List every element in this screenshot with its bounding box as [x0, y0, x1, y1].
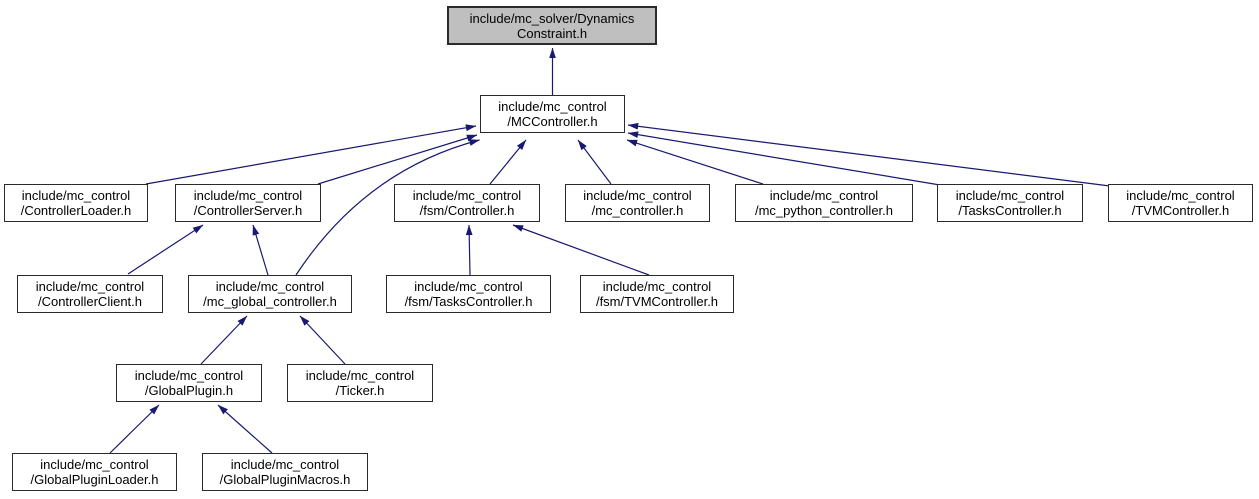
graph-node-controller-loader[interactable]: include/mc_control /ControllerLoader.h: [4, 184, 148, 222]
edge-tasks-controller-to-mccontroller: [627, 131, 941, 186]
graph-node-global-plugin[interactable]: include/mc_control /GlobalPlugin.h: [116, 364, 262, 402]
node-label-line2: /GlobalPlugin.h: [144, 383, 234, 398]
edge-tvm-controller-to-mccontroller: [627, 122, 1111, 187]
node-label-line2: /fsm/TasksController.h: [404, 294, 533, 309]
graph-node-controller-server[interactable]: include/mc_control /ControllerServer.h: [175, 184, 321, 222]
edge-controller-server-to-mccontroller: [317, 134, 478, 185]
edge-controller-client-to-controller-server: [127, 224, 204, 275]
node-label-line1: include/mc_control: [134, 368, 244, 383]
edge-fsm-tasks-controller-to-fsm-controller: [465, 224, 473, 276]
node-label-line1: include/mc_solver/Dynamics: [469, 10, 635, 26]
node-label-line2: Constraint.h: [516, 25, 588, 41]
node-label-line1: include/mc_control: [1126, 188, 1235, 203]
node-label-line1: include/mc_control: [21, 188, 131, 203]
node-label-line2: /ControllerClient.h: [37, 294, 143, 309]
edge-controller-loader-to-mccontroller: [145, 124, 477, 185]
node-label-line1: include/mc_control: [769, 188, 879, 203]
edge-global-plugin-loader-to-global-plugin: [109, 404, 160, 454]
graph-node-mc-python-controller[interactable]: include/mc_control /mc_python_controller…: [735, 184, 913, 222]
graph-node-tasks-controller[interactable]: include/mc_control /TasksController.h: [937, 184, 1083, 222]
node-label-line2: /mc_global_controller.h: [203, 294, 337, 309]
edge-global-plugin-to-mc-global-controller: [200, 315, 248, 365]
graph-node-dynamics-constraint: include/mc_solver/Dynamics Constraint.h: [447, 6, 657, 45]
graph-node-fsm-tvm-controller[interactable]: include/mc_control /fsm/TVMController.h: [580, 275, 734, 313]
graph-node-global-plugin-loader[interactable]: include/mc_control /GlobalPluginLoader.h: [12, 453, 177, 491]
node-label-line2: /Ticker.h: [335, 383, 385, 398]
node-label-line1: include/mc_control: [412, 188, 522, 203]
node-label-line1: include/mc_control: [414, 279, 523, 294]
graph-node-mc-controller[interactable]: include/mc_control /mc_controller.h: [565, 184, 710, 222]
node-label-line2: /ControllerServer.h: [193, 203, 303, 218]
edge-fsm-tvm-controller-to-fsm-controller: [512, 224, 650, 276]
node-label-line1: include/mc_control: [35, 279, 145, 294]
graph-node-global-plugin-macros[interactable]: include/mc_control /GlobalPluginMacros.h: [202, 453, 368, 491]
node-label-line1: include/mc_control: [955, 188, 1065, 203]
edge-mc-python-controller-to-mccontroller: [626, 139, 764, 185]
node-label-line1: include/mc_control: [305, 368, 415, 383]
node-label-line1: include/mc_control: [498, 99, 607, 114]
node-label-line2: /GlobalPluginLoader.h: [30, 472, 159, 487]
node-label-line2: /TVMController.h: [1131, 203, 1230, 218]
node-label-line2: /MCController.h: [507, 114, 598, 129]
graph-node-fsm-controller[interactable]: include/mc_control /fsm/Controller.h: [394, 184, 540, 222]
edge-ticker-to-mc-global-controller: [299, 315, 346, 365]
node-label-line2: /ControllerLoader.h: [20, 203, 132, 218]
edge-mc-global-controller-to-mccontroller: [295, 139, 480, 276]
node-label-line1: include/mc_control: [602, 279, 712, 294]
graph-node-tvm-controller[interactable]: include/mc_control /TVMController.h: [1108, 184, 1253, 222]
graph-node-controller-client[interactable]: include/mc_control /ControllerClient.h: [17, 275, 163, 313]
node-label-line2: /fsm/TVMController.h: [595, 294, 719, 309]
edge-mc-global-controller-to-controller-server: [252, 224, 269, 276]
node-label-line1: include/mc_control: [230, 457, 340, 472]
node-label-line2: /mc_controller.h: [591, 203, 684, 218]
node-label-line1: include/mc_control: [215, 279, 325, 294]
node-label-line2: /fsm/Controller.h: [419, 203, 515, 218]
node-label-line2: /mc_python_controller.h: [754, 203, 894, 218]
node-label-line1: include/mc_control: [583, 188, 692, 203]
graph-node-mc-global-controller[interactable]: include/mc_control /mc_global_controller…: [188, 275, 352, 313]
node-label-line2: /TasksController.h: [958, 203, 1062, 218]
node-label-line1: include/mc_control: [193, 188, 303, 203]
node-label-line2: /GlobalPluginMacros.h: [219, 472, 351, 487]
graph-node-mccontroller[interactable]: include/mc_control /MCController.h: [480, 95, 625, 133]
graph-node-ticker[interactable]: include/mc_control /Ticker.h: [287, 364, 433, 402]
node-label-line1: include/mc_control: [40, 457, 149, 472]
graph-node-fsm-tasks-controller[interactable]: include/mc_control /fsm/TasksController.…: [386, 275, 551, 313]
edge-global-plugin-macros-to-global-plugin: [217, 404, 273, 454]
edge-fsm-controller-to-mccontroller: [489, 139, 527, 185]
edge-mc-controller-to-mccontroller: [577, 139, 612, 185]
